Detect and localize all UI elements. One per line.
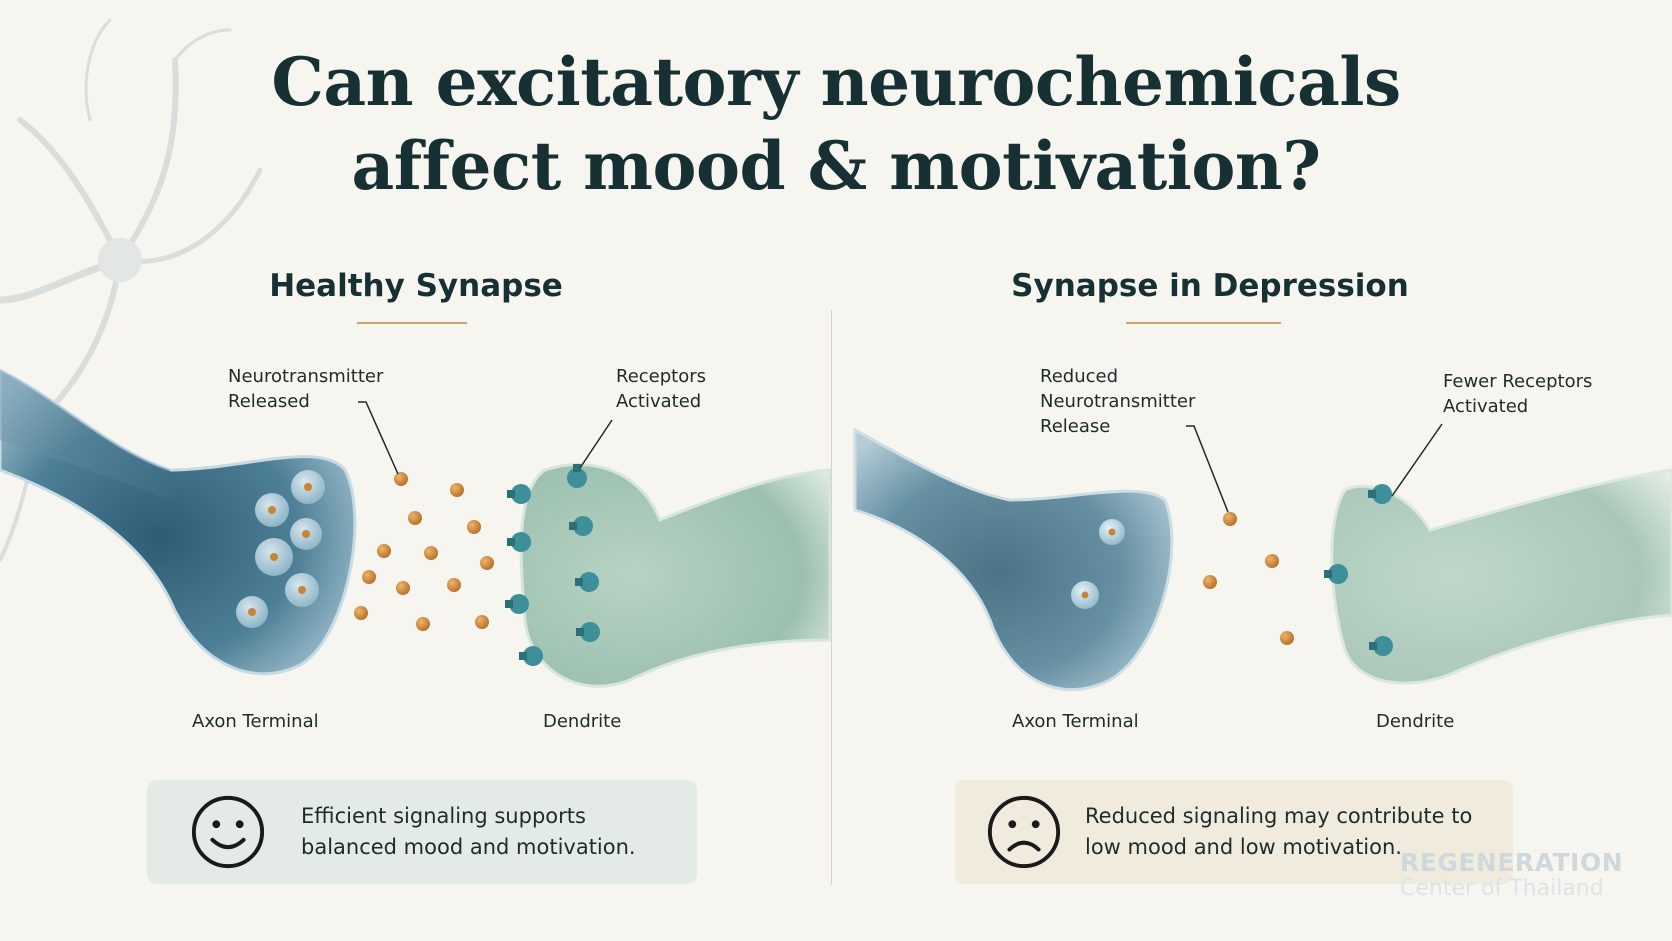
depression-synapse-heading: Synapse in Depression <box>1011 268 1409 304</box>
depression-neurotransmitters <box>1203 512 1294 645</box>
depression-heading-underline <box>1126 322 1281 324</box>
panel-divider <box>831 310 832 885</box>
depression-axon-terminal <box>853 427 1174 692</box>
depression-leader-lines <box>1186 423 1443 513</box>
healthy-receptors-label: Receptors Activated <box>616 366 707 412</box>
healthy-neurotransmitters <box>354 472 494 631</box>
title-line-1: Can excitatory neurochemicals <box>271 43 1401 121</box>
healthy-vesicles <box>236 470 325 628</box>
depression-neurotransmitter-label: Reduced Neurotransmitter Release <box>1040 366 1196 437</box>
watermark-line-1: REGENERATION <box>1400 848 1624 877</box>
depression-caption-text: Reduced signaling may contribute to low … <box>1085 804 1473 859</box>
depression-caption-box: Reduced signaling may contribute to low … <box>955 780 1513 884</box>
page-title: Can excitatory neurochemicals affect moo… <box>0 40 1672 208</box>
healthy-synapse-heading: Healthy Synapse <box>269 268 563 304</box>
depression-dendrite-label: Dendrite <box>1376 711 1455 732</box>
healthy-heading-underline <box>357 322 467 324</box>
depression-vesicles <box>1071 519 1125 609</box>
depression-receptors-label: Fewer Receptors Activated <box>1443 371 1593 417</box>
title-line-2: affect mood & motivation? <box>351 127 1321 205</box>
healthy-leader-lines <box>358 401 613 475</box>
sad-face-icon <box>987 795 1061 869</box>
watermark-line-2: Center of Thailand <box>1400 876 1604 901</box>
healthy-dendrite-label: Dendrite <box>543 711 622 732</box>
healthy-dendrite <box>519 462 832 688</box>
regeneration-watermark-logo: REGENERATION Center of Thailand <box>1400 850 1623 902</box>
depression-receptors <box>1324 484 1393 656</box>
healthy-axon-terminal <box>0 368 357 676</box>
healthy-axon-terminal-label: Axon Terminal <box>192 711 319 732</box>
healthy-caption-box: Efficient signaling supports balanced mo… <box>147 780 697 884</box>
healthy-receptors <box>505 464 600 666</box>
healthy-neurotransmitter-label: Neurotransmitter Released <box>228 366 384 412</box>
smiley-face-icon <box>191 795 265 869</box>
depression-axon-terminal-label: Axon Terminal <box>1012 711 1139 732</box>
healthy-caption-text: Efficient signaling supports balanced mo… <box>301 804 636 859</box>
